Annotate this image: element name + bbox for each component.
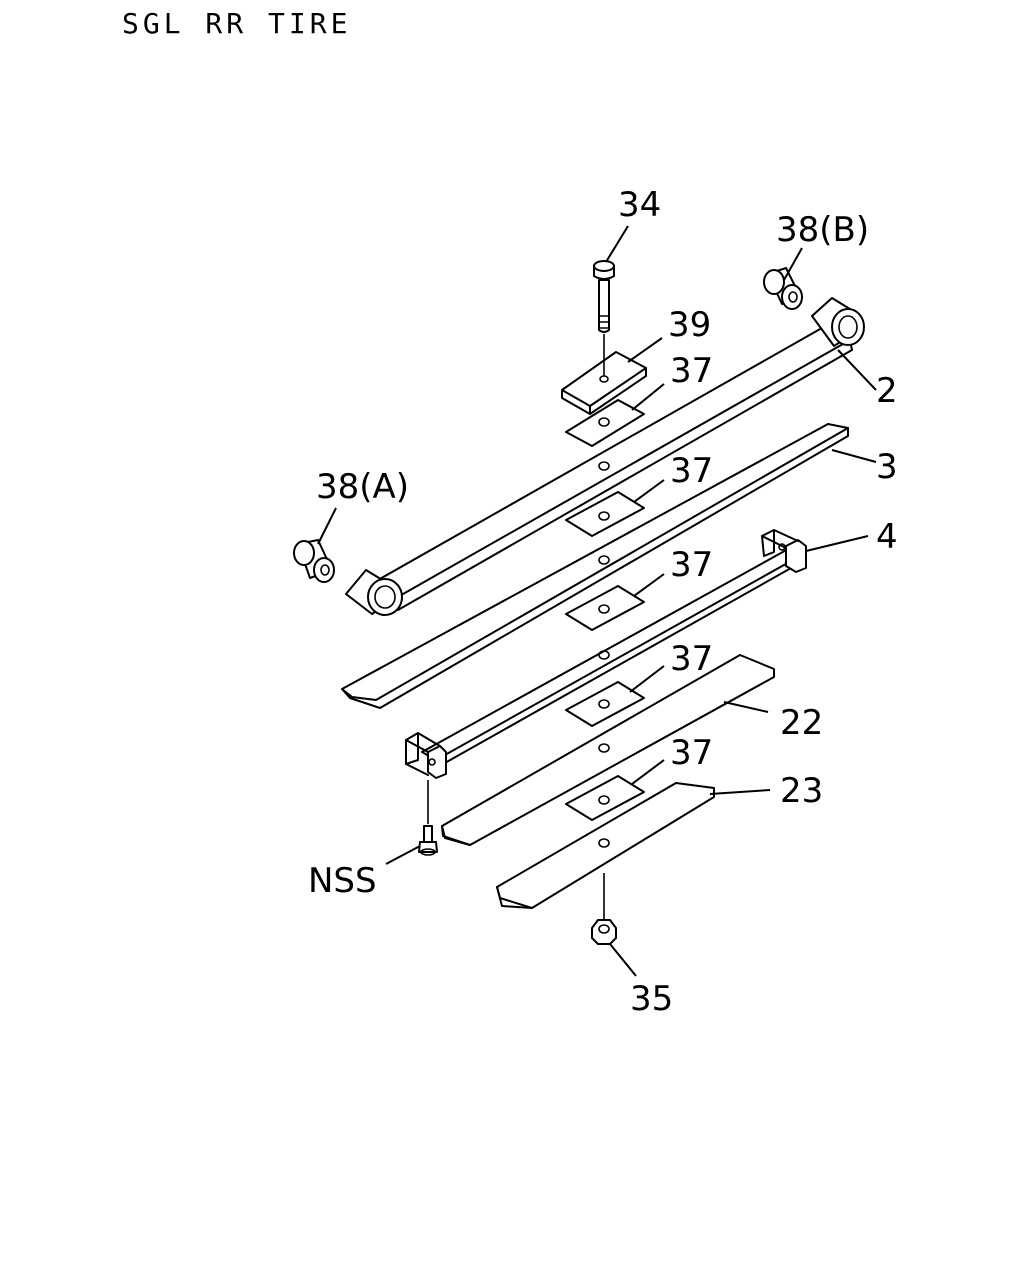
bushing-38a: [293, 539, 335, 583]
callout-nss: NSS: [308, 861, 377, 901]
center-hole: [598, 743, 610, 753]
spacer-37-5: [565, 775, 645, 821]
main-leaf-2: [345, 297, 865, 616]
center-hole: [598, 650, 610, 660]
callout-39: 39: [668, 305, 711, 345]
leaf-eye-left: [345, 569, 403, 616]
leaf-4: [405, 529, 807, 779]
callout-38a: 38(A): [316, 467, 409, 507]
plate-39: [561, 351, 647, 415]
leaf-eye-right: [811, 297, 865, 347]
spacer-37-2: [565, 491, 645, 537]
spacer-37-3: [565, 585, 645, 631]
nut-35: [591, 873, 617, 945]
nss-screw: [418, 780, 438, 856]
leader-lines: [317, 225, 877, 977]
callout-37-3: 37: [670, 545, 713, 585]
leaf-23: [496, 782, 715, 909]
callout-35: 35: [630, 979, 673, 1019]
center-hole: [598, 555, 610, 565]
callout-37-4: 37: [670, 639, 713, 679]
callout-37-2: 37: [670, 451, 713, 491]
spacer-37-4: [565, 681, 645, 727]
callout-23: 23: [780, 771, 823, 811]
callout-38b: 38(B): [776, 210, 869, 250]
callout-37-5: 37: [670, 733, 713, 773]
bolt-34: [593, 260, 615, 376]
callout-22: 22: [780, 703, 823, 743]
center-hole: [598, 461, 610, 471]
callout-34: 34: [618, 185, 661, 225]
center-hole: [598, 838, 610, 848]
callout-3: 3: [876, 447, 898, 487]
callout-4: 4: [876, 517, 898, 557]
bushing-38b: [763, 267, 803, 310]
callout-2: 2: [876, 371, 898, 411]
callout-37-top: 37: [670, 351, 713, 391]
spacer-37-top: [565, 399, 645, 447]
diagram-title: SGL RR TIRE: [122, 7, 351, 40]
leaf-3: [341, 423, 849, 709]
